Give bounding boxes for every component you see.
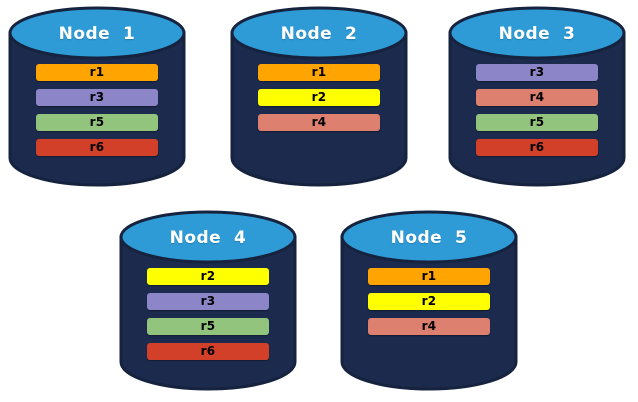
replica-label: r3	[89, 90, 105, 104]
replica-bar[interactable]: r6	[36, 139, 158, 156]
replica-bar[interactable]: r4	[476, 89, 598, 106]
replica-bar[interactable]: r6	[147, 343, 269, 360]
replica-label: r6	[89, 140, 105, 154]
replica-label: r1	[421, 269, 437, 283]
replica-bar[interactable]: r3	[476, 64, 598, 81]
replica-label: r2	[200, 269, 216, 283]
replica-bar[interactable]: r2	[147, 268, 269, 285]
replica-bar[interactable]: r4	[368, 318, 490, 335]
replica-bar[interactable]: r1	[258, 64, 380, 81]
replica-bar[interactable]: r3	[36, 89, 158, 106]
replica-bar[interactable]: r2	[258, 89, 380, 106]
replica-list: r1 r2 r4	[368, 268, 490, 335]
cylinder-top-ellipse	[8, 6, 186, 60]
replica-label: r2	[421, 294, 437, 308]
replica-bar[interactable]: r4	[258, 114, 380, 131]
replica-bar[interactable]: r1	[36, 64, 158, 81]
replica-bar[interactable]: r2	[368, 293, 490, 310]
cylinder-top-ellipse	[230, 6, 408, 60]
replica-bar[interactable]: r5	[36, 114, 158, 131]
replica-label: r5	[529, 115, 545, 129]
cylinder-top-ellipse	[340, 210, 518, 264]
replica-list: r2 r3 r5 r6	[147, 268, 269, 360]
cylinder-top-ellipse	[448, 6, 626, 60]
replica-list: r3 r4 r5 r6	[476, 64, 598, 156]
replica-label: r5	[200, 319, 216, 333]
replica-label: r3	[200, 294, 216, 308]
replica-label: r4	[421, 319, 437, 333]
replica-bar[interactable]: r5	[147, 318, 269, 335]
replica-bar[interactable]: r3	[147, 293, 269, 310]
replica-label: r2	[311, 90, 327, 104]
replica-bar[interactable]: r1	[368, 268, 490, 285]
replica-list: r1 r3 r5 r6	[36, 64, 158, 156]
replica-label: r4	[311, 115, 327, 129]
replica-label: r3	[529, 65, 545, 79]
replica-label: r1	[311, 65, 327, 79]
replica-bar[interactable]: r6	[476, 139, 598, 156]
replica-bar[interactable]: r5	[476, 114, 598, 131]
replica-label: r1	[89, 65, 105, 79]
cylinder-top-ellipse	[119, 210, 297, 264]
replica-label: r5	[89, 115, 105, 129]
replica-list: r1 r2 r4	[258, 64, 380, 131]
replica-label: r4	[529, 90, 545, 104]
replica-label: r6	[529, 140, 545, 154]
replica-label: r6	[200, 344, 216, 358]
